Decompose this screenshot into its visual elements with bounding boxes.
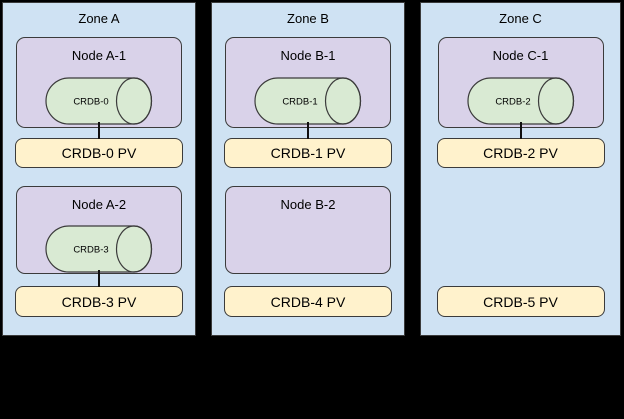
pod-crdb-3-label: CRDB-3 bbox=[73, 245, 108, 256]
pv-crdb-4: CRDB-4 PV bbox=[224, 286, 392, 317]
node-c1-label: Node C-1 bbox=[492, 48, 549, 63]
pod-cylinder-crdb-2: CRDB-2 bbox=[466, 77, 575, 125]
pv-crdb-2: CRDB-2 PV bbox=[436, 138, 605, 168]
pod-cylinder-crdb-3: CRDB-3 bbox=[45, 225, 153, 273]
node-b1-label: Node B-1 bbox=[280, 48, 336, 63]
node-a2-label: Node A-2 bbox=[71, 197, 127, 212]
pv-crdb-1-label: CRDB-1 PV bbox=[270, 145, 346, 161]
pod-cylinder-crdb-0: CRDB-0 bbox=[45, 77, 153, 125]
connector-crdb0-to-pv bbox=[98, 122, 100, 139]
pv-crdb-2-label: CRDB-2 PV bbox=[483, 145, 558, 161]
pv-crdb-5-label: CRDB-5 PV bbox=[483, 293, 558, 310]
cylinder-icon: CRDB-3 bbox=[45, 225, 153, 273]
pod-crdb-1-label: CRDB-1 bbox=[282, 97, 317, 108]
node-a1: Node A-1 CRDB-0 bbox=[16, 37, 182, 128]
connector-crdb3-to-pv bbox=[98, 270, 100, 287]
zone-b: Zone B Node B-1 CRDB-1 CRDB-1 PV Node B-… bbox=[211, 2, 405, 336]
node-c1: Node C-1 CRDB-2 bbox=[437, 37, 604, 128]
node-b1: Node B-1 CRDB-1 bbox=[225, 37, 391, 128]
cylinder-icon: CRDB-2 bbox=[466, 77, 574, 125]
pv-crdb-0-label: CRDB-0 PV bbox=[61, 145, 137, 161]
node-a2: Node A-2 CRDB-3 bbox=[16, 186, 182, 274]
zone-b-title: Zone B bbox=[287, 11, 329, 26]
zone-a: Zone A Node A-1 CRDB-0 CRDB-0 PV Node A-… bbox=[2, 2, 196, 336]
node-b2: Node B-2 bbox=[225, 186, 391, 274]
pv-crdb-3-label: CRDB-3 PV bbox=[61, 293, 137, 310]
cylinder-icon: CRDB-1 bbox=[254, 77, 362, 125]
pod-crdb-0-label: CRDB-0 bbox=[73, 97, 108, 108]
zone-c: Zone C Node C-1 CRDB-2 CRDB-2 PV CRDB-5 … bbox=[420, 2, 621, 336]
zone-a-title: Zone A bbox=[78, 11, 120, 26]
connector-crdb1-to-pv bbox=[307, 122, 309, 139]
connector-crdb2-to-pv bbox=[519, 122, 522, 139]
pod-crdb-2-label: CRDB-2 bbox=[495, 97, 530, 108]
pv-crdb-0: CRDB-0 PV bbox=[15, 138, 183, 168]
pv-crdb-4-label: CRDB-4 PV bbox=[270, 293, 346, 310]
zone-c-title: Zone C bbox=[499, 11, 542, 26]
node-b2-label: Node B-2 bbox=[280, 197, 336, 212]
pod-cylinder-crdb-1: CRDB-1 bbox=[254, 77, 362, 125]
cylinder-icon: CRDB-0 bbox=[45, 77, 153, 125]
pv-crdb-5: CRDB-5 PV bbox=[436, 286, 605, 317]
pv-crdb-3: CRDB-3 PV bbox=[15, 286, 183, 317]
node-a1-label: Node A-1 bbox=[71, 48, 127, 63]
pv-crdb-1: CRDB-1 PV bbox=[224, 138, 392, 168]
